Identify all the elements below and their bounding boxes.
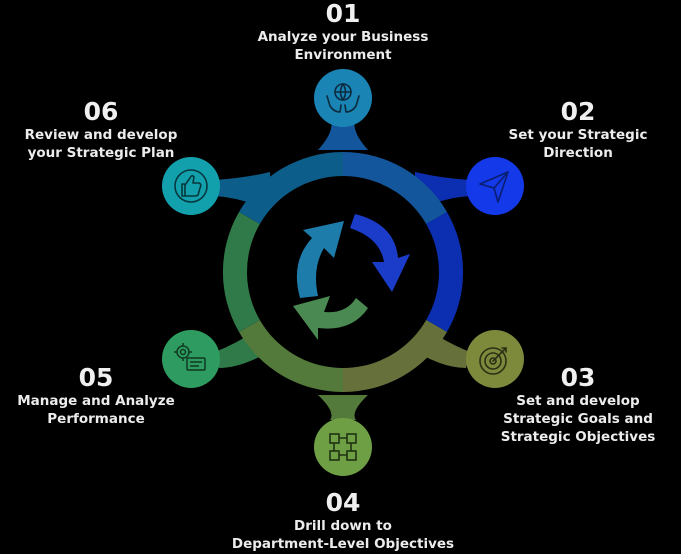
thumbs-up-icon xyxy=(174,169,208,203)
step-circle-06 xyxy=(162,157,220,215)
step-node-01 xyxy=(314,69,372,127)
paper-plane-icon xyxy=(479,171,509,203)
step-title-line: Department-Level Objectives xyxy=(231,536,455,552)
step-nodes xyxy=(162,69,524,476)
flowchart-icon xyxy=(329,433,357,461)
step-title-line: Review and develop xyxy=(24,127,178,143)
step-title-line: Set your Strategic xyxy=(508,127,648,143)
step-number: 01 xyxy=(325,0,361,28)
step-node-04 xyxy=(314,418,372,476)
step-node-06 xyxy=(162,157,220,215)
step-title-line: Strategic Objectives xyxy=(500,429,656,445)
step-title-line: Analyze your Business xyxy=(257,29,429,45)
target-icon xyxy=(479,347,507,375)
hub-center xyxy=(247,176,439,368)
step-number: 03 xyxy=(560,363,596,392)
step-node-03 xyxy=(466,330,524,388)
arrow-green xyxy=(293,296,368,340)
step-title-line: Strategic Goals and xyxy=(503,411,653,427)
step-number: 05 xyxy=(78,363,114,392)
step-label-02: 02 Set your Strategic Direction xyxy=(493,98,663,162)
step-number: 02 xyxy=(560,97,596,126)
step-label-01: 01 Analyze your Business Environment xyxy=(243,0,443,64)
step-node-02 xyxy=(466,157,524,215)
cycle-arrows xyxy=(293,214,410,340)
step-title-line: Environment xyxy=(294,47,392,63)
step-title-line: Direction xyxy=(543,145,613,161)
step-title-line: Performance xyxy=(47,411,145,427)
arrow-teal xyxy=(296,221,344,298)
step-label-04: 04 Drill down to Department-Level Object… xyxy=(218,489,468,553)
step-node-05 xyxy=(162,330,220,388)
connector-04 xyxy=(318,395,368,420)
step-title-line: Manage and Analyze xyxy=(17,393,175,409)
step-label-03: 03 Set and develop Strategic Goals and S… xyxy=(493,364,663,446)
step-title-line: your Strategic Plan xyxy=(27,145,175,161)
step-label-05: 05 Manage and Analyze Performance xyxy=(16,364,176,428)
hub-ring xyxy=(222,151,464,393)
step-title-line: Set and develop xyxy=(516,393,640,409)
hands-globe-icon xyxy=(326,83,360,113)
step-number: 04 xyxy=(325,488,361,517)
step-circle-05 xyxy=(162,330,220,388)
step-circle-01 xyxy=(314,69,372,127)
step-circle-04 xyxy=(314,418,372,476)
gears-screen-icon xyxy=(174,343,206,371)
arrow-blue xyxy=(350,214,410,292)
step-label-06: 06 Review and develop your Strategic Pla… xyxy=(16,98,186,162)
connector-01 xyxy=(318,118,368,150)
step-number: 06 xyxy=(83,97,119,126)
step-title-line: Drill down to xyxy=(294,518,392,534)
